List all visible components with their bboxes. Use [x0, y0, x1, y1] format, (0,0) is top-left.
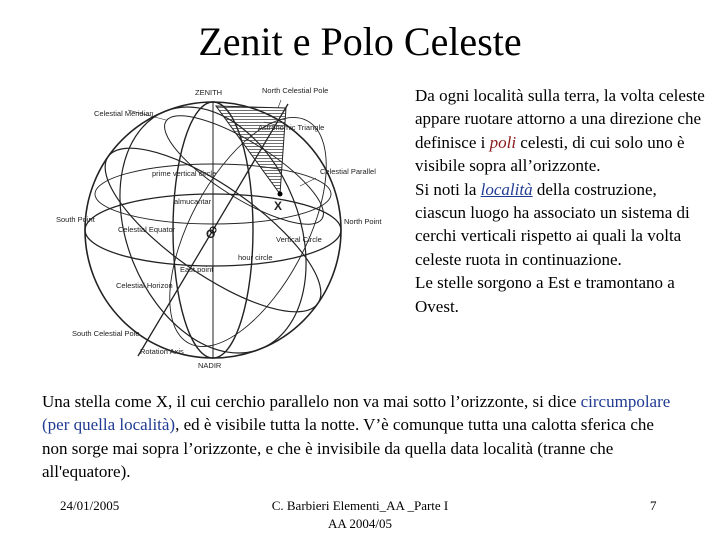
label-astronomic-triangle: Astronomic Triangle: [258, 123, 324, 132]
label-rotation-axis: Rotation Axis: [140, 347, 184, 356]
label-east-point: East point: [180, 265, 214, 274]
astronomic-triangle: [216, 106, 286, 194]
label-center-o: O: [206, 227, 215, 241]
footer-date: 24/01/2005: [60, 497, 119, 515]
label-south-celestial-pole: South Celestial Pole: [72, 329, 140, 338]
label-prime-vertical-circle: prime vertical circle: [152, 169, 216, 178]
side-paragraph-3: Le stelle sorgono a Est e tramontano a O…: [415, 271, 705, 318]
label-nadir: NADIR: [198, 361, 222, 370]
label-celestial-meridian: Celestial Meridian: [94, 109, 154, 118]
label-celestial-parallel: Celestial Parallel: [320, 167, 376, 176]
slide-title: Zenit e Polo Celeste: [0, 18, 720, 66]
label-south-point: South Point: [56, 215, 96, 224]
label-north-point: North Point: [344, 217, 382, 226]
celestial-sphere-diagram: ZENITH North Celestial Pole Celestial Me…: [48, 82, 398, 372]
label-vertical-circle: Vertical Circle: [276, 235, 322, 244]
label-celestial-equator: Celestial Equator: [118, 225, 176, 234]
side-description: Da ogni località sulla terra, la volta c…: [415, 84, 705, 318]
label-hour-circle: hour circle: [238, 253, 273, 262]
bottom-paragraph: Una stella come X, il cui cerchio parall…: [42, 390, 682, 484]
star-x-point: [278, 192, 283, 197]
side-paragraph-1: Da ogni località sulla terra, la volta c…: [415, 84, 705, 178]
side-paragraph-2: Si noti la località della costruzione, c…: [415, 178, 705, 272]
footer-author: C. Barbieri Elementi_AA _Parte I AA 2004…: [240, 497, 480, 533]
term-localita: località: [481, 180, 533, 199]
footer-page-number: 7: [650, 497, 657, 515]
label-north-celestial-pole: North Celestial Pole: [262, 86, 328, 95]
label-celestial-horizon: Celestial Horizon: [116, 281, 173, 290]
term-poli: poli: [490, 133, 516, 152]
label-almucantar: almucantar: [174, 197, 212, 206]
label-star-x: X: [274, 199, 282, 213]
label-zenith: ZENITH: [195, 88, 222, 97]
